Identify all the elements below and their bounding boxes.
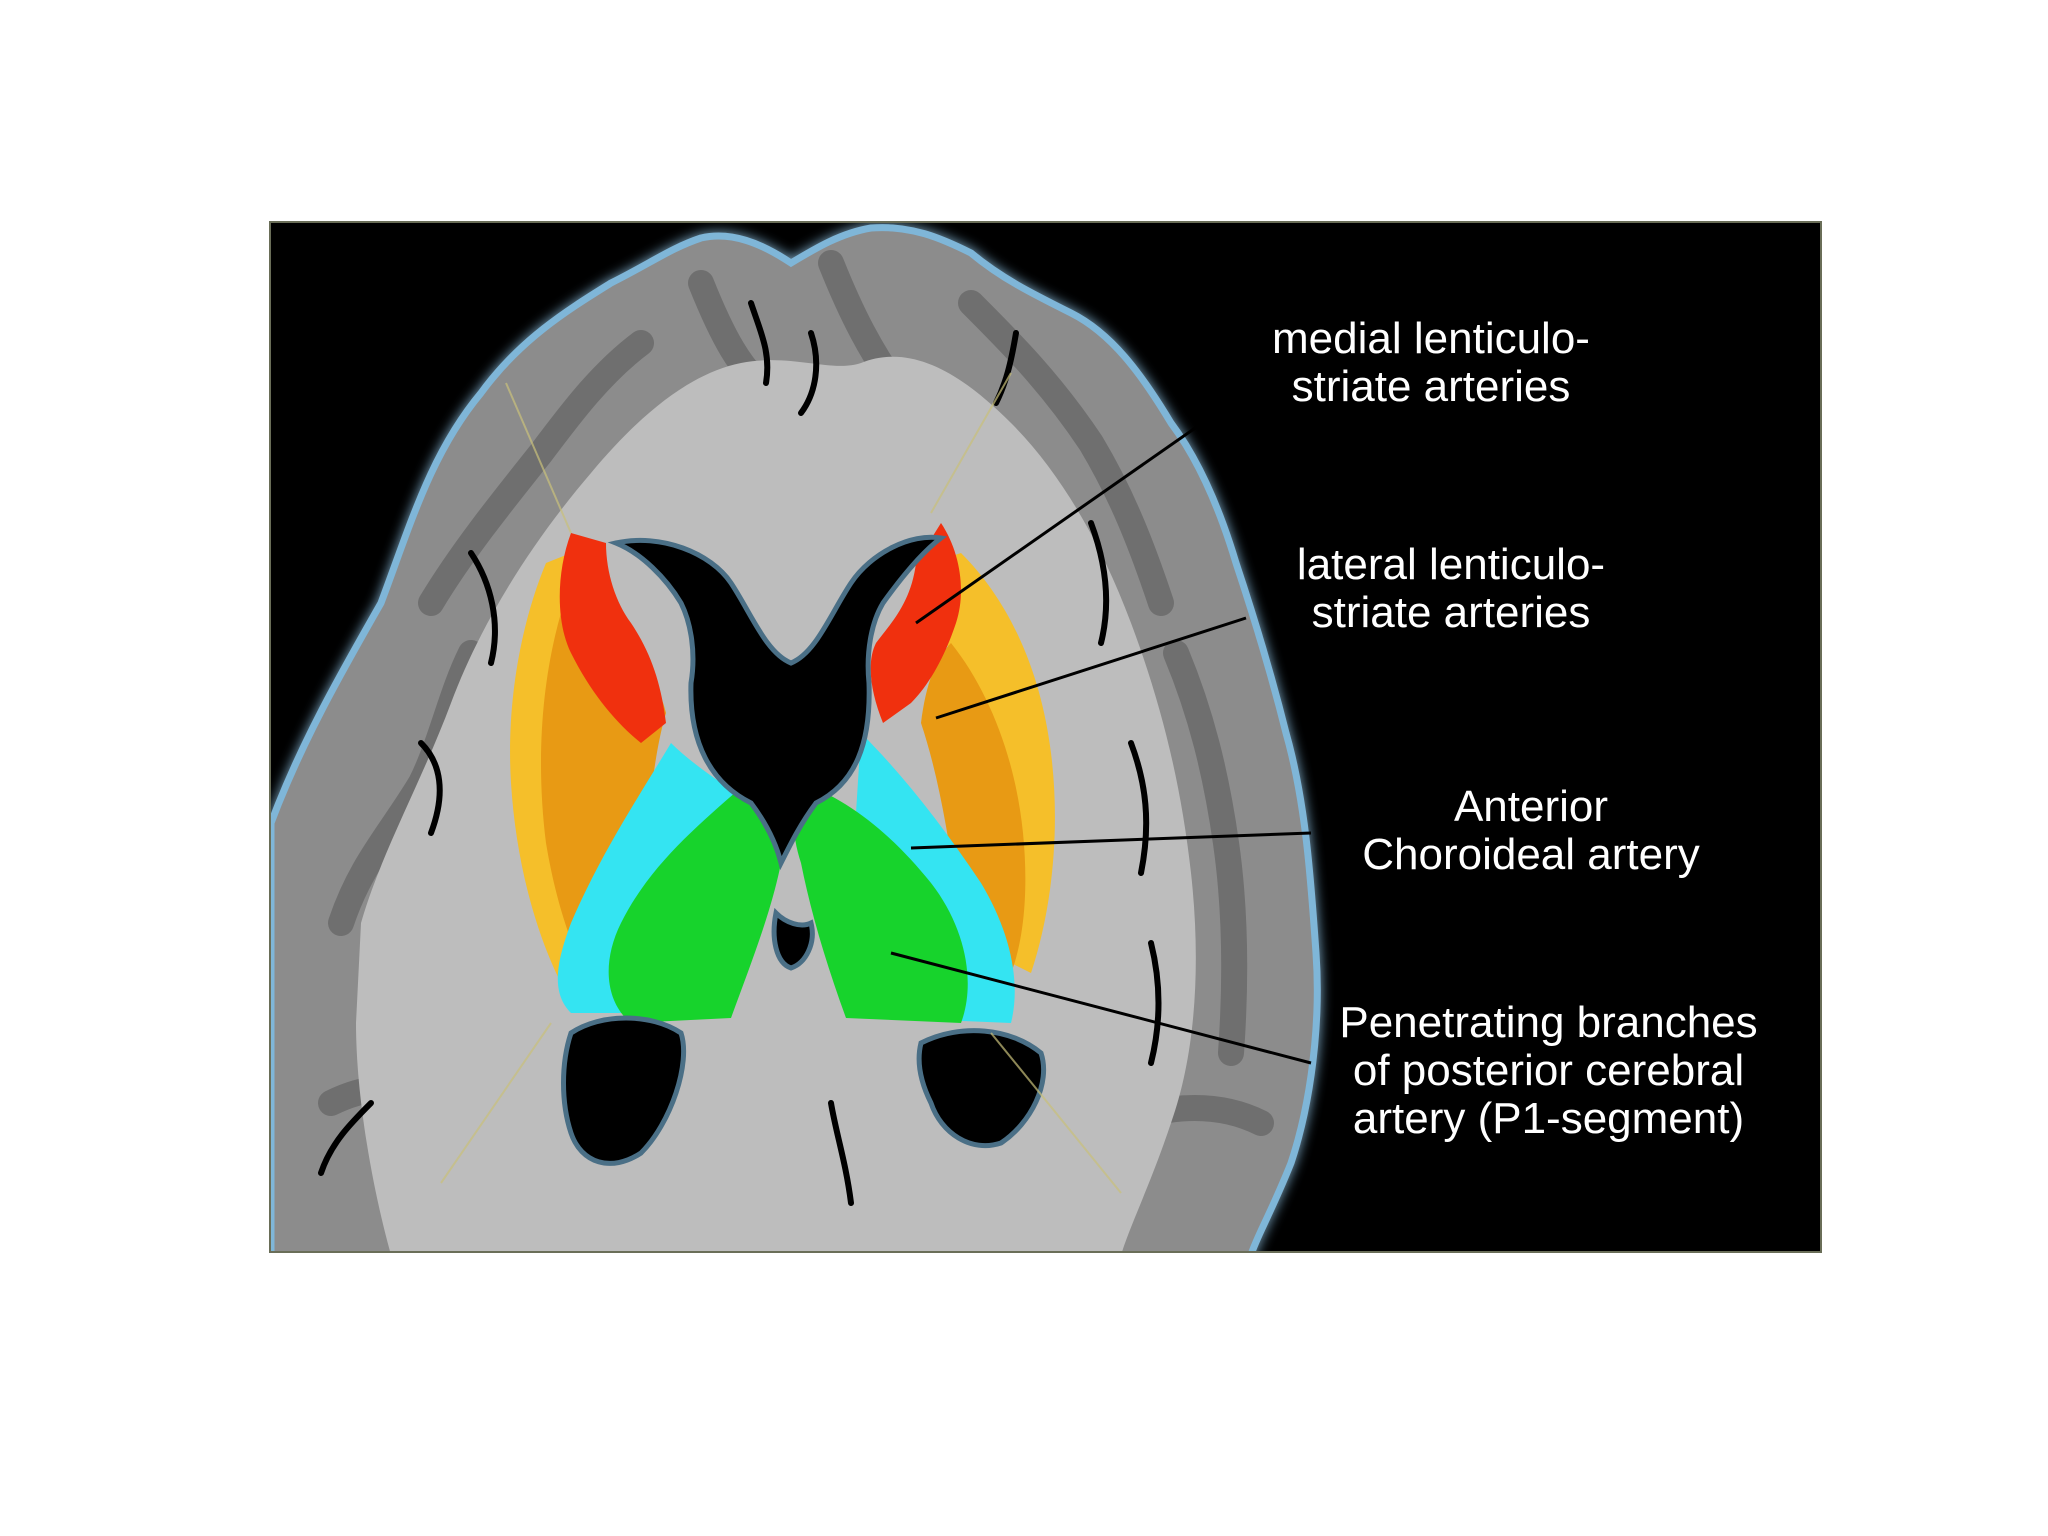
posterior-cerebral-p1-left (608, 783, 782, 1023)
radiating-lines (440, 372, 1122, 1194)
leader-line-medial (915, 401, 1232, 625)
sulci (318, 300, 1162, 1206)
brain-axial-diagram (271, 224, 1321, 1251)
leader-line-lateral (935, 616, 1247, 720)
label-lateral-lenticulostriate: lateral lenticulo- striate arteries (1246, 541, 1656, 637)
leader-lines (890, 401, 1312, 1065)
label-lateral-line1: lateral lenticulo- (1296, 540, 1606, 589)
label-medial-line2: striate arteries (1291, 362, 1571, 411)
label-anterior-line2: Choroideal artery (1362, 830, 1700, 879)
leader-line-anterior-choroidal (910, 831, 1312, 850)
label-penetrating-line2: of posterior cerebral (1352, 1046, 1745, 1095)
label-penetrating-line3: artery (P1-segment) (1352, 1094, 1745, 1143)
label-anterior-line1: Anterior (1453, 782, 1609, 831)
lateral-lenticulostriate-right-inner (921, 643, 1026, 973)
brain-territory-figure: medial lenticulo- striate arteries later… (269, 221, 1822, 1253)
label-lateral-line2: striate arteries (1311, 588, 1591, 637)
label-penetrating-branches: Penetrating branches of posterior cerebr… (1296, 999, 1801, 1143)
medial-lenticulostriate-right (870, 523, 961, 723)
label-medial-lenticulostriate: medial lenticulo- striate arteries (1226, 315, 1636, 411)
label-penetrating-line1: Penetrating branches (1339, 998, 1758, 1047)
label-anterior-choroidal: Anterior Choroideal artery (1311, 783, 1751, 879)
label-medial-line1: medial lenticulo- (1272, 314, 1590, 363)
leader-line-penetrating (890, 951, 1312, 1065)
medial-lenticulostriate-left (559, 533, 666, 743)
